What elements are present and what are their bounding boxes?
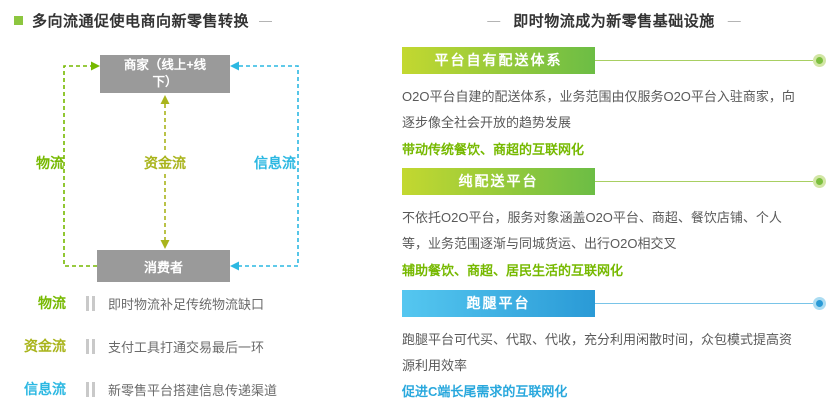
legend-row-capital: 资金流 支付工具打通交易最后一环 — [8, 337, 264, 355]
section-errand-highlight: 促进C端长尾需求的互联网化 — [402, 384, 568, 399]
information-arrowhead-top-icon — [230, 61, 239, 71]
left-panel-title: 多向流通促使电商向新零售转换 — — [14, 10, 272, 31]
legend-desc-capital: 支付工具打通交易最后一环 — [108, 339, 265, 355]
section-platform-delivery-highlight: 带动传统餐饮、商超的互联网化 — [402, 142, 585, 157]
section-pure-delivery-banner-row: 纯配送平台 — [402, 168, 826, 195]
legend-row-logistics: 物流 即时物流补足传统物流缺口 — [8, 294, 264, 312]
body-line: 逐步像全社会开放的趋势发展 — [402, 115, 572, 130]
connector-line — [595, 60, 813, 61]
double-bar-divider-icon — [86, 338, 98, 354]
logistics-flow-line — [63, 65, 97, 267]
legend-label-capital: 资金流 — [24, 338, 66, 354]
legend-desc-information: 新零售平台搭建信息传递渠道 — [108, 382, 278, 398]
title-dash: — — [727, 13, 741, 28]
legend-row-information: 信息流 新零售平台搭建信息传递渠道 — [8, 380, 277, 398]
section-pure-delivery-highlight: 辅助餐饮、商超、居民生活的互联网化 — [402, 263, 624, 278]
section-errand-body: 跑腿平台可代买、代取、代收，充分利用闲散时间，众包模式提高资 源利用效率 — [402, 327, 826, 379]
banner-errand: 跑腿平台 — [402, 290, 595, 317]
legend-label-logistics: 物流 — [38, 295, 66, 311]
double-bar-divider-icon — [86, 381, 98, 397]
consumer-label: 消费者 — [143, 259, 183, 275]
title-dash: — — [259, 13, 273, 28]
body-line: 等，业务范围逐渐与同城货运、出行O2O相交叉 — [402, 236, 677, 251]
flow-label-logistics: 物流 — [36, 155, 64, 171]
section-platform-delivery-banner-row: 平台自有配送体系 — [402, 47, 826, 74]
right-panel-title: — 即时物流成为新零售基础设施 — — [402, 10, 826, 31]
merchant-node: 商家（线上+线 下） — [100, 55, 230, 93]
section-platform-delivery-body: O2O平台自建的配送体系，业务范围由仅服务O2O平台入驻商家，向 逐步像全社会开… — [402, 84, 826, 136]
double-bar-divider-icon — [86, 295, 98, 311]
legend-label-information: 信息流 — [24, 381, 66, 397]
flow-label-capital: 资金流 — [136, 153, 194, 173]
section-errand-banner-row: 跑腿平台 — [402, 290, 826, 317]
consumer-node: 消费者 — [97, 250, 230, 282]
banner-platform-delivery: 平台自有配送体系 — [402, 47, 595, 74]
body-line: 跑腿平台可代买、代取、代收，充分利用闲散时间，众包模式提高资 — [402, 332, 793, 347]
merchant-label-line2: 下） — [152, 75, 178, 89]
logistics-arrowhead-icon — [91, 61, 100, 71]
capital-arrowhead-up-icon — [160, 95, 170, 104]
information-arrowhead-bottom-icon — [230, 261, 239, 271]
body-line: 不依托O2O平台，服务对象涵盖O2O平台、商超、餐饮店铺、个人 — [402, 210, 782, 225]
right-title-text: 即时物流成为新零售基础设施 — [513, 13, 715, 30]
title-dash: — — [487, 13, 501, 28]
legend-desc-logistics: 即时物流补足传统物流缺口 — [108, 296, 265, 312]
merchant-label-line1: 商家（线上+线 — [123, 57, 207, 72]
banner-pure-delivery: 纯配送平台 — [402, 168, 595, 195]
blue-dot-icon — [813, 297, 826, 310]
body-line: 源利用效率 — [402, 358, 468, 373]
body-line: O2O平台自建的配送体系，业务范围由仅服务O2O平台入驻商家，向 — [402, 89, 795, 104]
right-panel: — 即时物流成为新零售基础设施 — 平台自有配送体系 O2O平台自建的配送体系，… — [402, 0, 826, 407]
connector-line — [595, 181, 813, 182]
green-dot-icon — [813, 54, 826, 67]
capital-arrowhead-down-icon — [160, 240, 170, 249]
green-square-bullet-icon — [14, 16, 23, 25]
green-dot-icon — [813, 175, 826, 188]
flow-label-information: 信息流 — [254, 155, 296, 171]
connector-line — [595, 303, 813, 304]
section-pure-delivery-body: 不依托O2O平台，服务对象涵盖O2O平台、商超、餐饮店铺、个人 等，业务范围逐渐… — [402, 205, 826, 257]
left-title-text: 多向流通促使电商向新零售转换 — [32, 13, 250, 30]
